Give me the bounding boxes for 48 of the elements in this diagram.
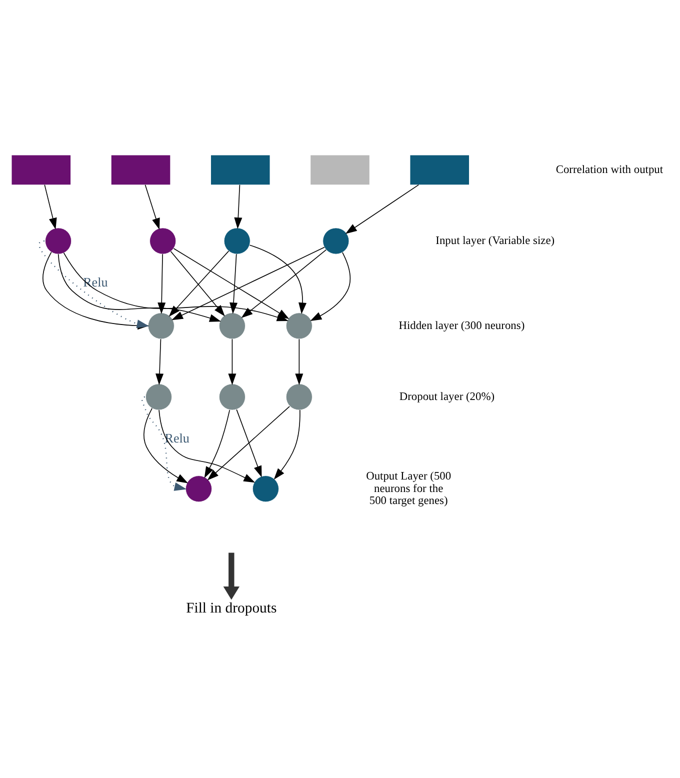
edge-label: Relu (164, 430, 190, 446)
arrow (295, 338, 304, 385)
label: Correlation with output (556, 163, 664, 176)
node-circle (218, 383, 246, 410)
label: Hidden layer (300 neurons) (398, 319, 525, 332)
arrow (156, 338, 164, 385)
node-circle (286, 312, 312, 339)
edge-label: Relu (83, 274, 108, 290)
node-circle (218, 312, 246, 339)
arrow (173, 248, 290, 319)
arrow (144, 184, 160, 230)
arrow (241, 248, 327, 318)
arrow (58, 253, 222, 322)
arrow (345, 184, 420, 234)
node-circle (148, 312, 174, 339)
label: Output Layer (500 neurons for the 500 target genes) (366, 470, 452, 507)
node-text: Fill in dropouts (186, 600, 277, 616)
arrow (223, 552, 240, 600)
arrow (204, 409, 230, 478)
arrow (274, 409, 300, 480)
node-circle (145, 383, 172, 410)
arrow (228, 338, 236, 385)
label: Input layer (Variable size) (436, 234, 555, 247)
node-circle (150, 227, 176, 254)
arrow (236, 408, 262, 477)
node-circle (45, 227, 72, 254)
node-circle (224, 227, 250, 254)
arrow (44, 184, 57, 229)
arrow (38, 240, 150, 328)
node-circle (185, 475, 212, 502)
node-box (210, 154, 270, 184)
arrow (230, 253, 238, 314)
node-box (111, 154, 170, 184)
node-circle (252, 475, 279, 502)
arrow (207, 406, 290, 480)
arrow (249, 244, 306, 314)
node-box (410, 154, 470, 184)
node-box (12, 154, 71, 184)
arrow (144, 407, 188, 483)
arrow (310, 252, 350, 320)
arrow (158, 253, 166, 314)
node-circle (286, 383, 312, 410)
arrow (234, 184, 242, 229)
arrow (141, 396, 187, 490)
node-box (310, 154, 370, 184)
label: Dropout layer (20%) (399, 390, 495, 402)
node-circle (322, 227, 350, 254)
arrow (158, 409, 256, 482)
